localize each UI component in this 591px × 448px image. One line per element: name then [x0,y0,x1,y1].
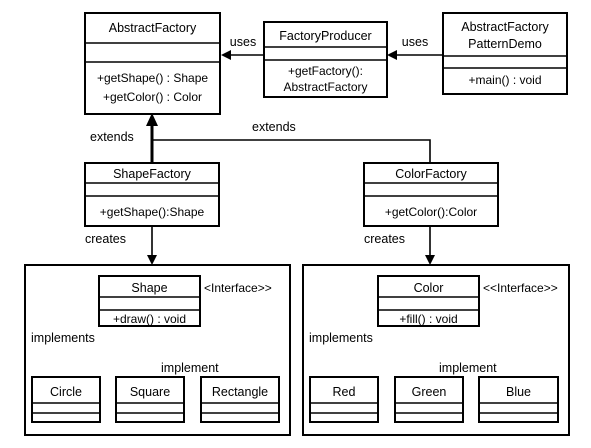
extends-arrowhead [146,113,158,126]
class-box [442,12,568,95]
class-green: Green [394,376,464,423]
class-title: Green [412,385,447,399]
relationship-labels: uses uses extends extends creates create… [31,35,497,375]
class-title: FactoryProducer [279,29,371,43]
class-box [200,376,280,423]
creates-arrowhead-shape [147,255,157,265]
implement-label-left: implement [161,361,219,375]
method-draw: +draw() : void [113,312,186,326]
class-box [363,162,499,227]
method-get-shape: +getShape():Shape [100,205,205,219]
creates-arrowhead-color [425,255,435,265]
stereotype-label: <<Interface>> [483,281,558,295]
class-circle: Circle [31,376,101,423]
class-box [394,376,464,423]
class-color-factory: ColorFactory +getColor():Color [363,162,499,227]
class-factory-producer: FactoryProducer +getFactory(): AbstractF… [263,21,388,98]
class-red: Red [309,376,379,423]
class-title: Blue [506,385,531,399]
method-main: +main() : void [468,73,541,87]
class-box [478,376,559,423]
class-title-line-2: PatternDemo [468,37,542,51]
stereotype-label: <Interface>> [204,281,272,295]
class-abstract-factory: AbstractFactory +getShape() : Shape +get… [84,12,221,115]
class-title: Color [414,281,444,295]
extends-connector-color [152,139,431,163]
class-title: ColorFactory [395,167,467,181]
class-title: AbstractFactory [109,21,197,35]
method-get-factory: +getFactory(): [288,64,363,78]
uses-label-left: uses [230,35,256,49]
class-box [84,162,220,227]
class-title: Shape [131,281,167,295]
method-get-shape: +getShape() : Shape [97,71,208,85]
class-title: Square [130,385,170,399]
class-title: Circle [50,385,82,399]
class-blue: Blue [478,376,559,423]
class-title: Rectangle [212,385,268,399]
implements-label-left: implements [31,331,95,345]
class-square: Square [115,376,185,423]
class-box [115,376,185,423]
implements-label-right: implements [309,331,373,345]
uses-label-right: uses [402,35,428,49]
class-box [377,275,480,327]
class-title-line-1: AbstractFactory [461,20,549,34]
class-shape-factory: ShapeFactory +getShape():Shape [84,162,220,227]
interface-shape: Shape +draw() : void <Interface>> [98,275,272,327]
class-title: ShapeFactory [113,167,192,181]
interface-color: Color +fill() : void <<Interface>> [377,275,558,327]
class-box [31,376,101,423]
class-box [98,275,201,327]
class-title: Red [333,385,356,399]
class-box [309,376,379,423]
creates-label-right: creates [364,232,405,246]
uses-arrowhead-demo [387,50,397,60]
class-pattern-demo: AbstractFactory PatternDemo +main() : vo… [442,12,568,95]
method-get-factory-return: AbstractFactory [283,80,367,94]
extends-label-right: extends [252,120,296,134]
implement-label-right: implement [439,361,497,375]
extends-label-left: extends [90,130,134,144]
creates-label-left: creates [85,232,126,246]
class-box [84,12,221,115]
method-get-color: +getColor():Color [385,205,477,219]
method-fill: +fill() : void [399,312,457,326]
class-rectangle: Rectangle [200,376,280,423]
method-get-color: +getColor() : Color [103,90,202,104]
uses-arrowhead-producer [221,50,231,60]
